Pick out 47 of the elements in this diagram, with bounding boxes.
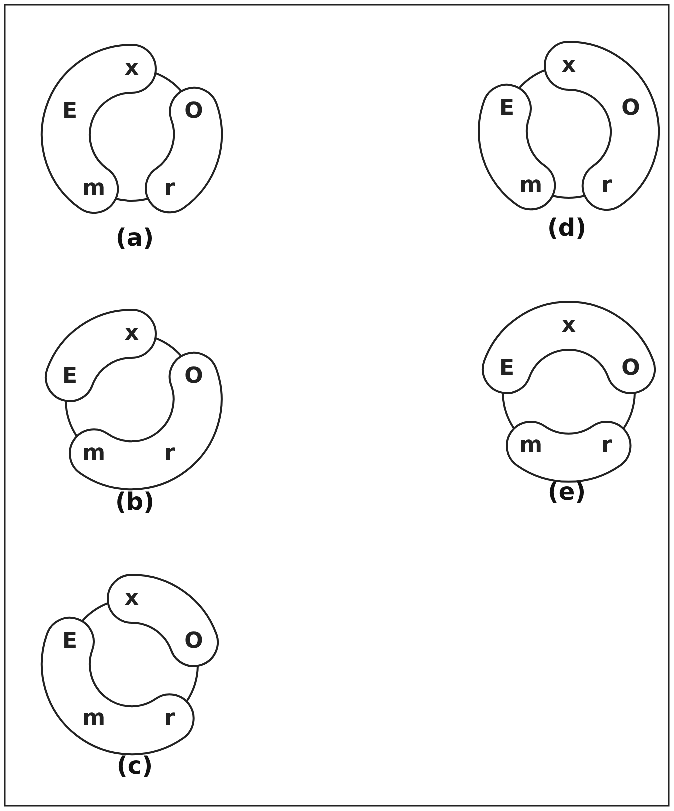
rounded-blob bbox=[40, 43, 158, 216]
panel-label: (c) bbox=[116, 752, 154, 780]
letter-label: x bbox=[124, 58, 140, 80]
letter-label: E bbox=[62, 631, 78, 654]
letter-label: E bbox=[499, 358, 514, 380]
letter-label: E bbox=[62, 101, 78, 124]
connector-arc bbox=[155, 337, 183, 358]
letter-label: E bbox=[62, 366, 78, 388]
panel-label: (b) bbox=[115, 488, 155, 516]
letter-label: O bbox=[622, 358, 640, 380]
panel-label: (e) bbox=[548, 478, 586, 506]
letter-label: m bbox=[520, 175, 543, 198]
letter-label: x bbox=[124, 323, 140, 345]
letter-label: r bbox=[164, 178, 176, 200]
connector-arc bbox=[552, 195, 586, 199]
letter-label: r bbox=[601, 435, 612, 458]
letter-label: x bbox=[562, 55, 576, 77]
rounded-blob bbox=[144, 86, 224, 216]
letter-label: O bbox=[184, 631, 204, 654]
connector-arc bbox=[155, 72, 183, 92]
panel-label: (d) bbox=[547, 214, 587, 242]
letter-label: O bbox=[622, 98, 640, 120]
letter-label: E bbox=[499, 98, 514, 120]
letter-label: x bbox=[562, 315, 576, 337]
connector-arc bbox=[622, 393, 636, 430]
rounded-blob bbox=[477, 83, 558, 212]
rounded-blob bbox=[44, 308, 158, 404]
letter-label: r bbox=[164, 708, 176, 730]
letter-label: r bbox=[601, 175, 612, 198]
panel-label: (a) bbox=[116, 224, 154, 252]
rounded-blob bbox=[480, 300, 657, 396]
letter-label: O bbox=[184, 366, 204, 388]
rounded-blob bbox=[543, 40, 661, 212]
letter-label: O bbox=[184, 101, 204, 124]
letter-label: r bbox=[164, 443, 176, 466]
letter-label: x bbox=[124, 588, 140, 610]
connector-arc bbox=[65, 401, 78, 438]
connector-arc bbox=[502, 393, 516, 430]
letter-label: m bbox=[82, 708, 106, 730]
connector-arc bbox=[518, 69, 546, 90]
connector-arc bbox=[116, 198, 148, 202]
connector-arc bbox=[81, 602, 109, 622]
letter-label: m bbox=[82, 443, 106, 466]
letter-label: m bbox=[82, 178, 106, 200]
connector-arc bbox=[186, 666, 199, 702]
rounded-blob bbox=[106, 573, 220, 668]
letter-label: m bbox=[520, 435, 543, 458]
